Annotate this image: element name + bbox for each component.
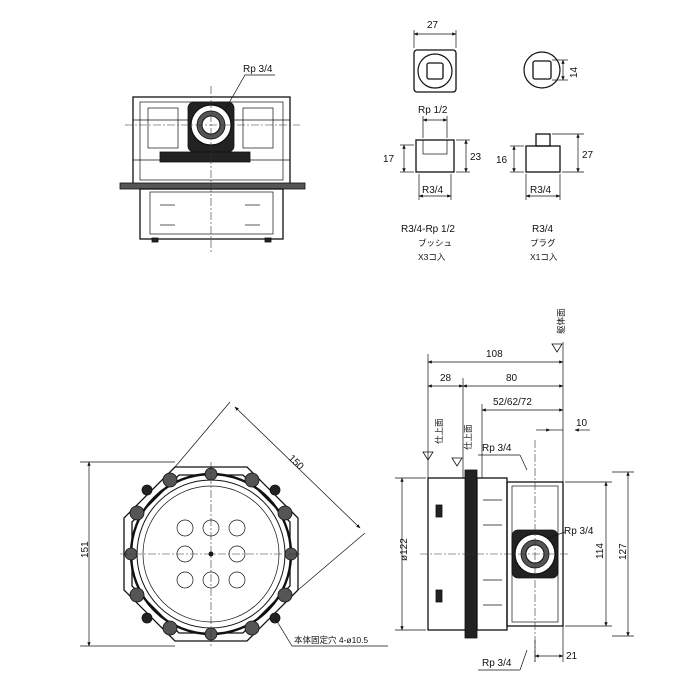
wall-markers: 仕上面 仕上面 躯体面 — [422, 308, 566, 467]
bush-h1-dim: 17 — [383, 154, 395, 165]
dim-108: 108 — [486, 349, 503, 360]
plug-outer-thread-dim: R3/4 — [530, 185, 552, 196]
bush-outer-thread-dim: R3/4 — [422, 185, 444, 196]
dim-21: 21 — [566, 651, 578, 662]
plug-detail: 14 16 27 R3/4 R3/4 プラグ X1コ入 — [496, 51, 594, 262]
bush-caption-2: ブッシュ — [418, 238, 452, 248]
plug-caption-1: R3/4 — [532, 224, 554, 235]
bush-inner-thread-dim: Rp 1/2 — [418, 105, 448, 116]
wall-label-2: 仕上面 — [463, 424, 473, 450]
bush-detail: 27 Rp 1/2 17 23 R3/4 R3/4-Rp 1/2 ブッシュ X3… — [383, 20, 482, 262]
bush-caption-3: X3コ入 — [418, 252, 446, 262]
plug-h1-dim: 16 — [496, 155, 508, 166]
dim-114: 114 — [595, 543, 606, 559]
dim-80: 80 — [506, 373, 518, 384]
plan-mount-hole-label: 本体固定穴 4-ø10.5 — [294, 635, 368, 645]
plug-height-dim: 14 — [569, 66, 580, 78]
dim-122: ø122 — [399, 538, 410, 561]
dim-28: 28 — [440, 373, 452, 384]
plan-view: 150 151 本体固定穴 4-ø10.5 — [80, 401, 388, 647]
side-view: 108 28 80 52/62/72 10 仕上面 仕上面 躯体面 — [395, 308, 634, 671]
front-port-label: Rp 3/4 — [243, 64, 273, 75]
dim-10: 10 — [576, 418, 588, 429]
bush-h2-dim: 23 — [470, 152, 482, 163]
back-label: 躯体面 — [556, 308, 566, 334]
plan-diagonal-dim: 150 — [286, 453, 306, 473]
dim-127: 127 — [618, 543, 629, 560]
dim-52-62-72: 52/62/72 — [493, 397, 532, 408]
bush-caption-1: R3/4-Rp 1/2 — [401, 224, 455, 235]
bottom-port-label: Rp 3/4 — [482, 658, 512, 669]
plan-height-dim: 151 — [80, 541, 91, 558]
plug-caption-3: X1コ入 — [530, 252, 558, 262]
plug-h2-dim: 27 — [582, 150, 594, 161]
right-port-label: Rp 3/4 — [564, 526, 594, 537]
front-view: Rp 3/4 — [119, 64, 306, 252]
top-port-label: Rp 3/4 — [482, 443, 512, 454]
wall-label-1: 仕上面 — [434, 418, 444, 444]
plug-caption-2: プラグ — [530, 238, 556, 248]
bush-width-dim: 27 — [427, 20, 439, 31]
